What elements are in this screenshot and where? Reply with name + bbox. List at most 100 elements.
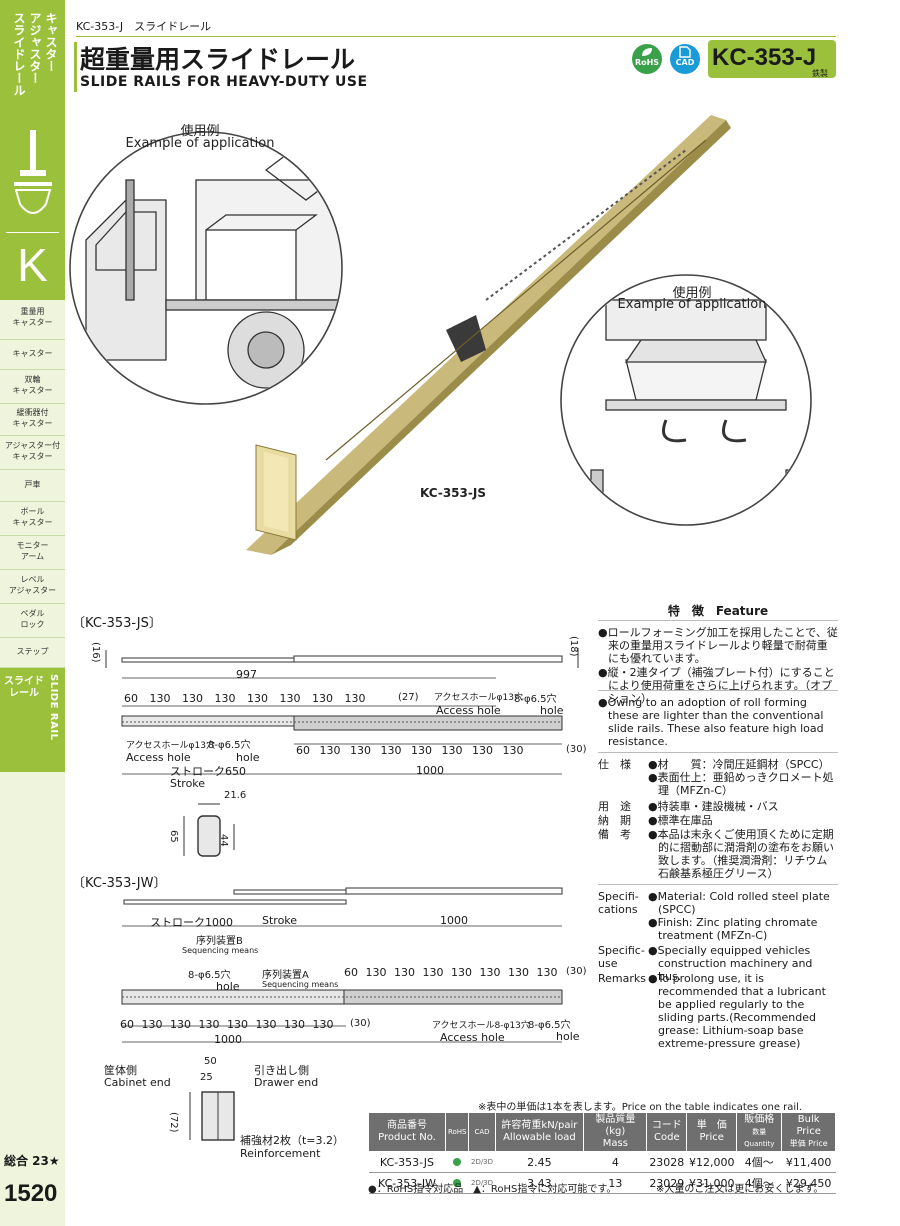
sidebar-category-caster: キャスター bbox=[44, 12, 58, 72]
jw-stroke-en: Stroke bbox=[262, 914, 298, 927]
drawing-jw bbox=[121, 887, 563, 1141]
jw-access-en: Access hole bbox=[440, 1031, 505, 1044]
example-application-truck-image bbox=[69, 131, 343, 405]
sidebar-item-adjuster-caster[interactable]: アジャスター付 キャスター bbox=[0, 436, 65, 470]
js-holes-top-en: hole bbox=[540, 704, 564, 717]
price-table: 商品番号 Product No. RoHS CAD 許容荷重kN/pair Al… bbox=[368, 1112, 836, 1194]
sidebar-item-slide-rail-active[interactable] bbox=[0, 668, 65, 772]
title-accent-bar bbox=[74, 42, 77, 92]
sidebar-item-pedal-lock[interactable]: ペダル ロック bbox=[0, 604, 65, 638]
drawing-js-title: 〔KC-353-JS〕 bbox=[72, 616, 162, 631]
example2-caption-ja: 使用例 bbox=[672, 286, 712, 301]
js-top-pitches: 60 130 130 130 130 130 130 130 bbox=[124, 692, 366, 705]
cad-badge-label: CAD bbox=[675, 58, 695, 67]
material-label: 鉄製 bbox=[812, 69, 828, 78]
breadcrumb: KC-353-J スライドレール bbox=[76, 20, 212, 33]
jw-access-ja: アクセスホール8-φ13穴 bbox=[432, 1021, 530, 1031]
header-divider bbox=[76, 36, 836, 37]
example1-caption-ja: 使用例 bbox=[180, 124, 220, 139]
jw-seq-a-en: Sequencing means bbox=[262, 980, 339, 989]
jw-reinforcement-en: Reinforcement bbox=[240, 1147, 321, 1160]
jw-bottom-pitches: 60 130 130 130 130 130 130 130 bbox=[120, 1018, 334, 1031]
js-access-top-ja: アクセスホールφ13穴 bbox=[434, 693, 523, 703]
model-code-box bbox=[708, 40, 836, 78]
rail-model-label: KC-353-JS bbox=[420, 486, 486, 500]
sidebar-item-caster[interactable]: キャスター bbox=[0, 340, 65, 370]
js-length: 1000 bbox=[416, 764, 444, 777]
model-code: KC-353-J bbox=[712, 44, 817, 71]
page-number: 1520 bbox=[4, 1180, 58, 1207]
sidebar: キャスター アジャスター スライドレール K 重量用 キャスター キャスター 双… bbox=[0, 0, 65, 1226]
js-bottom-pitches: 60 130 130 130 130 130 130 130 bbox=[296, 744, 524, 757]
sidebar-item-slide-rail-en: SLIDE RAIL bbox=[48, 674, 59, 741]
js-holes-bot-ja: 8-φ6.5穴 bbox=[208, 740, 251, 751]
jw-bottom-pitch-end: (30) bbox=[350, 1018, 371, 1029]
features-heading: 特 徴 Feature bbox=[667, 604, 769, 618]
table-row: KC-353-JS 2D/3D 2.45 4 23028 ¥12,000 4個～… bbox=[368, 1151, 836, 1173]
js-section-height2: 44 bbox=[218, 834, 229, 847]
sidebar-item-monitor-arm[interactable]: モニター アーム bbox=[0, 536, 65, 570]
js-section-height: 65 bbox=[168, 830, 179, 843]
sidebar-category-adjuster: アジャスター bbox=[28, 12, 42, 84]
features-en: ●Owing to an adoption of roll forming th… bbox=[598, 696, 824, 748]
jw-width-50: 50 bbox=[204, 1056, 217, 1067]
rohs-legend: ●：RoHS指令対応品 ▲：RoHS指令に対応可能です。 bbox=[368, 1184, 617, 1195]
jw-cabinet-en: Cabinet end bbox=[104, 1076, 171, 1089]
page-title-en: SLIDE RAILS FOR HEAVY-DUTY USE bbox=[80, 74, 368, 90]
sidebar-item-step[interactable]: ステップ bbox=[0, 638, 65, 668]
jw-holes-ja: 8-φ6.5穴 bbox=[188, 970, 231, 981]
drawing-js bbox=[105, 648, 579, 857]
sidebar-item-level-adjuster[interactable]: レベル アジャスター bbox=[0, 570, 65, 604]
jw-length: 1000 bbox=[214, 1033, 242, 1046]
sidebar-item-heavy-caster[interactable]: 重量用 キャスター bbox=[0, 302, 65, 340]
js-section-width: 21.6 bbox=[224, 790, 247, 801]
js-height-left: (16) bbox=[90, 642, 101, 663]
jw-seq-b-en: Sequencing means bbox=[182, 946, 259, 955]
caster-adjuster-icon bbox=[14, 130, 52, 214]
example2-caption-en: Example of application bbox=[617, 297, 767, 312]
jw-reinforcement-ja: 補強材2枚（t=3.2） bbox=[240, 1134, 345, 1147]
sidebar-item-slide-rail-label: スライド レール bbox=[4, 676, 44, 699]
total-index-label: 総合 23★ bbox=[4, 1154, 60, 1168]
th-code: コード Code bbox=[646, 1112, 688, 1152]
jw-top-pitches: 60 130 130 130 130 130 130 130 bbox=[344, 966, 558, 979]
drawing-jw-title: 〔KC-353-JW〕 bbox=[72, 876, 167, 891]
rohs-compliant-icon bbox=[453, 1157, 462, 1166]
example1-caption-en: Example of application bbox=[125, 136, 275, 151]
js-holes-top-ja: 8-φ6.5穴 bbox=[514, 694, 557, 705]
js-access-bot-ja: アクセスホールφ13穴 bbox=[126, 741, 215, 751]
sidebar-item-shock-caster[interactable]: 緩衝器付 キャスター bbox=[0, 404, 65, 436]
th-mass: 製品質量(kg) Mass bbox=[583, 1112, 648, 1152]
cad-file-icon bbox=[670, 44, 700, 74]
jw-seq-a-ja: 序列装置A bbox=[262, 970, 309, 981]
jw-holes-en: hole bbox=[216, 980, 240, 993]
features-ja: ●ロールフォーミング加工を採用したことで、従来の重量用スライドレールより軽量で耐… bbox=[598, 626, 838, 705]
jw-cabinet-ja: 筐体側 bbox=[104, 1064, 137, 1077]
slide-rail-image bbox=[246, 115, 731, 555]
th-price: 単 価 Price bbox=[686, 1112, 738, 1152]
rohs-compliant-icon bbox=[453, 1178, 462, 1187]
jw-holes2-ja: 8-φ6.5穴 bbox=[528, 1020, 571, 1031]
jw-length-top: 1000 bbox=[440, 914, 468, 927]
jw-width-25: 25 bbox=[200, 1072, 213, 1083]
js-total-length: 997 bbox=[236, 668, 257, 681]
sidebar-letter: K bbox=[17, 239, 48, 291]
jw-seq-b-ja: 序列装置B bbox=[196, 936, 243, 947]
th-product: 商品番号 Product No. bbox=[368, 1112, 446, 1152]
sidebar-item-door-roller[interactable]: 戸車 bbox=[0, 470, 65, 502]
jw-height-72: (72) bbox=[168, 1112, 179, 1133]
th-rohs: RoHS bbox=[444, 1112, 470, 1152]
product-illustration bbox=[69, 115, 812, 555]
sidebar-item-ball-caster[interactable]: ボール キャスター bbox=[0, 502, 65, 536]
price-note: ※表中の単価は1本を表します。Price on the table indica… bbox=[478, 1102, 803, 1113]
rohs-badge-label: RoHS bbox=[634, 58, 660, 67]
table-row: KC-353-JW 2D/3D 3.43 13 23029 ¥31,000 4個… bbox=[368, 1172, 836, 1194]
th-cad: CAD bbox=[468, 1112, 496, 1152]
jw-drawer-en: Drawer end bbox=[254, 1076, 319, 1089]
js-stroke-en: Stroke bbox=[170, 777, 206, 790]
js-access-top-en: Access hole bbox=[436, 704, 501, 717]
th-load: 許容荷重kN/pair Allowable load bbox=[494, 1112, 585, 1152]
sidebar-item-twin-caster[interactable]: 双輪 キャスター bbox=[0, 370, 65, 404]
jw-top-pitch-end: (30) bbox=[566, 966, 587, 977]
